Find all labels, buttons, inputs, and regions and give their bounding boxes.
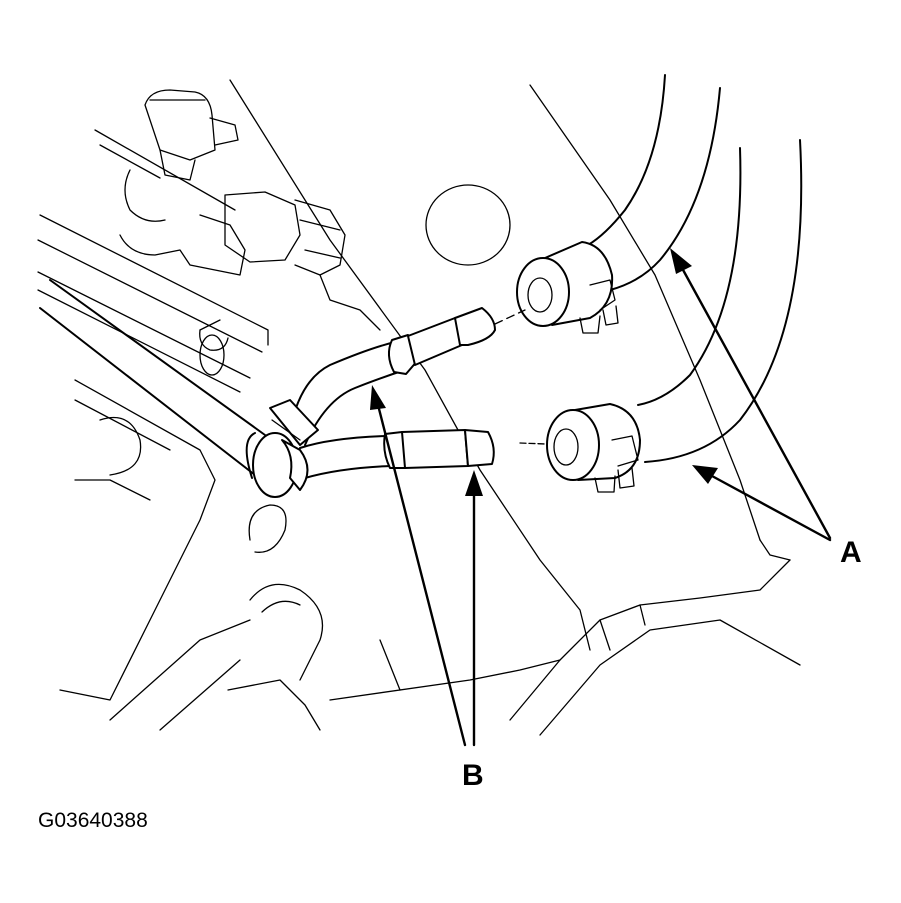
hoses-b bbox=[269, 307, 526, 491]
housing-plug bbox=[425, 184, 511, 266]
lower-hose-clamp bbox=[519, 403, 641, 493]
callout-b-arrows bbox=[370, 385, 483, 747]
callout-label-a: A bbox=[840, 536, 862, 569]
arrow-a-upper bbox=[670, 248, 692, 274]
arrow-b-right bbox=[465, 470, 483, 496]
upper-hose-clamp bbox=[516, 241, 619, 334]
engine-body-outline bbox=[37, 79, 801, 736]
callout-a-arrows bbox=[670, 248, 832, 542]
arrow-b-left bbox=[370, 385, 386, 410]
callout-label-b: B bbox=[462, 759, 484, 792]
injector-cluster bbox=[119, 89, 381, 376]
figure-code: G03640388 bbox=[38, 809, 148, 832]
arrow-a-lower bbox=[692, 465, 718, 484]
hoses-a bbox=[516, 74, 803, 493]
coolant-pipe bbox=[39, 279, 298, 498]
